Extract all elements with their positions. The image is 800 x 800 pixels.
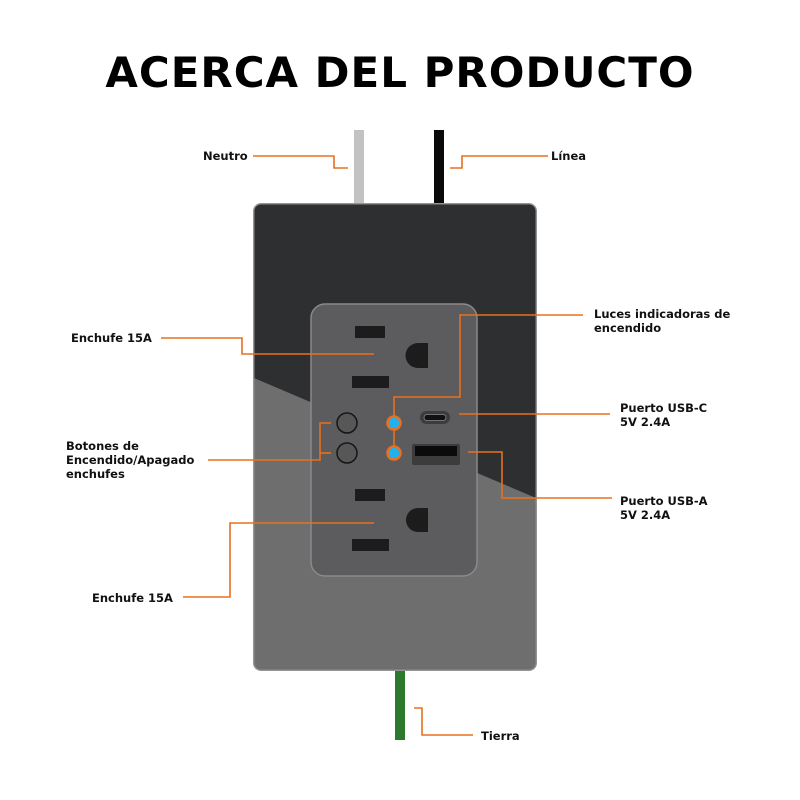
ground-wire [395, 668, 405, 740]
label-outlet-bottom: Enchufe 15A [92, 591, 173, 605]
label-ground: Tierra [481, 729, 520, 743]
power-button-2[interactable] [336, 442, 358, 464]
label-power-buttons: Botones de Encendido/Apagado enchufes [66, 439, 195, 481]
leader-lines [161, 155, 612, 736]
indicator-led-2 [386, 445, 402, 461]
outlet-top [352, 326, 428, 388]
leader-power-buttons [208, 422, 331, 461]
label-indicator-lights: Luces indicadoras de encendido [594, 307, 731, 335]
outlet-top-slot-lower [352, 376, 389, 388]
leader-ground [414, 707, 473, 736]
line-wire [434, 130, 444, 208]
leader-usb-a [468, 451, 612, 499]
leader-neutral [253, 155, 348, 169]
outlet-bottom-slot-upper [355, 489, 385, 501]
leader-line [450, 155, 548, 169]
leader-outlet-bottom [183, 522, 374, 598]
power-button-1[interactable] [336, 412, 358, 434]
usb-c-port [420, 411, 450, 424]
leader-outlet-top [161, 337, 374, 355]
outlet-bottom [352, 489, 428, 551]
label-line: Línea [551, 149, 587, 163]
label-outlet-top: Enchufe 15A [71, 331, 152, 345]
label-neutral: Neutro [203, 149, 248, 163]
label-usb-a: Puerto USB-A 5V 2.4A [620, 494, 708, 522]
usb-a-port [412, 444, 460, 465]
outlet-top-slot-upper [355, 326, 385, 338]
indicator-led-1 [386, 415, 402, 431]
neutral-wire [354, 130, 364, 208]
leader-indicator [393, 314, 583, 416]
label-usb-c: Puerto USB-C 5V 2.4A [620, 401, 708, 429]
outlet-top-ground-hole [405, 343, 428, 368]
outlet-bottom-ground-hole [406, 508, 428, 532]
outlet-bottom-slot-lower [352, 539, 389, 551]
page-title: ACERCA DEL PRODUCTO [105, 48, 695, 97]
